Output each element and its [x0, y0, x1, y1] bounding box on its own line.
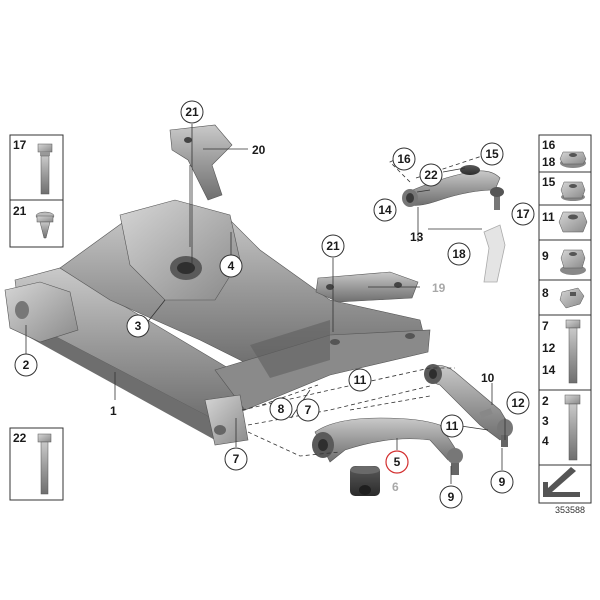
- svg-text:10: 10: [481, 371, 495, 385]
- hex-nut-15-icon: [560, 181, 586, 201]
- callout-5-highlighted[interactable]: 5: [385, 450, 409, 474]
- svg-text:9: 9: [499, 475, 506, 489]
- bolt-12: [479, 408, 493, 418]
- svg-text:13: 13: [410, 230, 424, 244]
- right-label-11: 11: [542, 210, 555, 224]
- svg-text:17: 17: [516, 207, 530, 221]
- svg-text:9: 9: [448, 490, 455, 504]
- leader-lines: [25, 124, 506, 484]
- svg-text:21: 21: [185, 105, 199, 119]
- callout-8[interactable]: 8: [269, 397, 293, 421]
- svg-text:5: 5: [394, 455, 401, 469]
- svg-text:16: 16: [397, 152, 411, 166]
- label-6[interactable]: 6: [392, 480, 399, 494]
- svg-text:21: 21: [326, 239, 340, 253]
- tension-strut-10: [424, 364, 513, 447]
- hex-nut-11-icon: [558, 211, 588, 233]
- svg-text:19: 19: [432, 281, 446, 295]
- svg-text:20: 20: [252, 143, 266, 157]
- svg-text:14: 14: [378, 203, 392, 217]
- svg-text:15: 15: [485, 147, 499, 161]
- bushing-6: [350, 466, 380, 496]
- bolt-22-icon: [37, 433, 52, 495]
- label-13[interactable]: 13: [410, 230, 424, 244]
- heat-shield-19: [315, 271, 419, 303]
- right-label-18: 18: [542, 155, 556, 169]
- left-box-label-17: 17: [13, 138, 27, 152]
- svg-text:3: 3: [135, 319, 142, 333]
- callout-7-a[interactable]: 7: [296, 398, 320, 422]
- callout-4[interactable]: 4: [219, 254, 243, 278]
- svg-text:1: 1: [110, 404, 117, 418]
- right-fastener-panel: 16 18 15 11 9 8 7 12 14 2 3 4: [538, 134, 592, 504]
- callout-2[interactable]: 2: [14, 353, 38, 377]
- svg-text:12: 12: [511, 396, 525, 410]
- svg-text:11: 11: [354, 373, 367, 387]
- callout-14[interactable]: 14: [373, 198, 397, 222]
- screw-21-icon: [35, 211, 55, 239]
- svg-text:7: 7: [233, 452, 240, 466]
- callout-3[interactable]: 3: [126, 314, 150, 338]
- right-label-2: 2: [542, 394, 549, 408]
- label-1[interactable]: 1: [110, 404, 117, 418]
- callout-11-b[interactable]: 11: [440, 414, 464, 438]
- callout-18[interactable]: 18: [447, 242, 471, 266]
- callout-15[interactable]: 15: [480, 142, 504, 166]
- label-10[interactable]: 10: [481, 371, 495, 385]
- direction-arrow-icon: [543, 467, 580, 497]
- callout-22[interactable]: 22: [419, 163, 443, 187]
- callout-17[interactable]: 17: [511, 202, 535, 226]
- right-label-3: 3: [542, 414, 549, 428]
- svg-text:4: 4: [228, 259, 235, 273]
- bolt-17-icon: [37, 143, 53, 195]
- callout-12[interactable]: 12: [506, 391, 530, 415]
- front-subframe: [4, 199, 431, 446]
- control-arm-5: [312, 417, 463, 475]
- guide-18: [483, 224, 506, 283]
- callout-16[interactable]: 16: [392, 147, 416, 171]
- svg-text:7: 7: [305, 403, 312, 417]
- bracket-20: [169, 124, 233, 201]
- upper-control-arm-13: [402, 165, 504, 210]
- svg-text:11: 11: [446, 419, 459, 433]
- diagram-id: 353588: [555, 505, 585, 515]
- left-box-label-22: 22: [13, 431, 27, 445]
- svg-text:6: 6: [392, 480, 399, 494]
- label-20[interactable]: 20: [252, 143, 266, 157]
- right-label-15: 15: [542, 175, 556, 189]
- clip-8-icon: [559, 287, 585, 309]
- svg-text:22: 22: [424, 168, 438, 182]
- flange-nut-9-icon: [560, 249, 586, 275]
- bolt-2-icon: [564, 394, 581, 461]
- callout-21-top[interactable]: 21: [180, 100, 204, 124]
- right-label-16: 16: [542, 138, 556, 152]
- left-fastener-panel: 17 21 22: [9, 134, 64, 501]
- svg-text:2: 2: [23, 358, 30, 372]
- right-label-9: 9: [542, 249, 549, 263]
- right-label-14: 14: [542, 363, 556, 377]
- callout-9-b[interactable]: 9: [490, 470, 514, 494]
- callout-11-a[interactable]: 11: [348, 368, 372, 392]
- right-label-4: 4: [542, 434, 549, 448]
- callouts: 21 20 16 15 22 14 13 17 18: [14, 100, 535, 509]
- callout-9-a[interactable]: 9: [439, 485, 463, 509]
- left-box-label-21: 21: [13, 204, 27, 218]
- bolt-7-icon: [565, 319, 581, 384]
- callout-7-b[interactable]: 7: [224, 447, 248, 471]
- flange-nut-icon: [559, 151, 587, 168]
- right-label-7: 7: [542, 319, 549, 333]
- svg-text:18: 18: [452, 247, 466, 261]
- right-label-8: 8: [542, 286, 549, 300]
- label-19[interactable]: 19: [432, 281, 446, 295]
- right-label-12: 12: [542, 341, 556, 355]
- svg-text:8: 8: [278, 402, 285, 416]
- callout-21-mid[interactable]: 21: [321, 234, 345, 258]
